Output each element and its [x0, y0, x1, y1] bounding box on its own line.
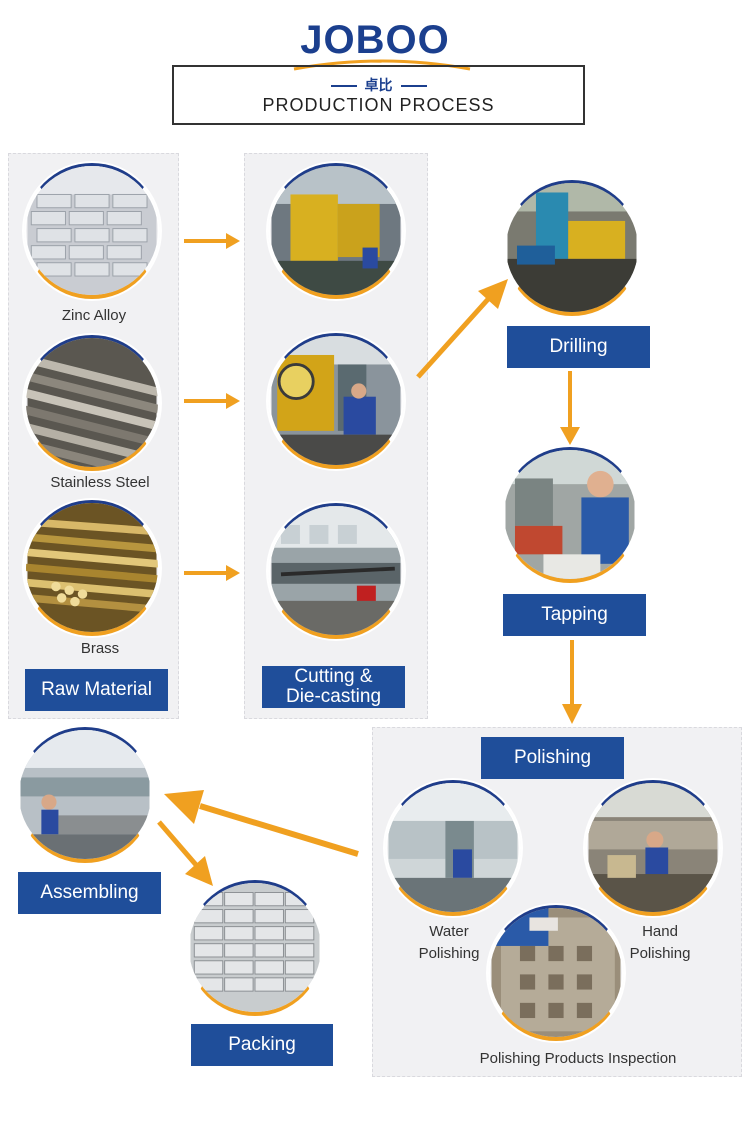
press-machine-photo-icon — [268, 333, 404, 469]
die-casting-machine-photo-icon — [268, 163, 404, 299]
zinc-alloy-caption: Zinc Alloy — [61, 307, 127, 324]
water-polishing-caption-line1: Water — [429, 923, 469, 940]
drilling-label: Drilling — [507, 326, 650, 368]
zinc-ingots-photo-icon — [24, 163, 160, 299]
water-polishing-caption-line2: Polishing — [418, 945, 480, 962]
packed-products-photo-icon — [187, 880, 323, 1016]
drilling-machine-photo-icon — [504, 180, 640, 316]
logo-text: JOBOO — [300, 18, 450, 62]
chinese-brand: 卓比 — [364, 77, 393, 93]
hand-polishing-caption-line2: Polishing — [629, 945, 691, 962]
assembling-to-packing-arrow-icon — [157, 820, 213, 886]
page-title: PRODUCTION PROCESS — [262, 95, 495, 115]
divider — [330, 85, 357, 88]
cutting-label-line1: Cutting & — [294, 666, 373, 687]
cutting-workshop-photo-icon — [268, 503, 404, 639]
cutting-to-drilling-arrow-icon — [416, 279, 508, 379]
raw-to-cutting-arrows-icon — [184, 233, 240, 581]
inspection-caption: Polishing Products Inspection — [479, 1050, 677, 1067]
cutting-label-line2: Die-casting — [285, 686, 382, 707]
hand-polishing-photo-icon — [585, 780, 721, 916]
hand-polishing-caption: Hand Polishing — [620, 921, 700, 965]
tapping-label: Tapping — [503, 594, 646, 636]
steel-rods-photo-icon — [24, 335, 160, 471]
polishing-label: Polishing — [481, 737, 624, 779]
packing-label: Packing — [191, 1024, 333, 1066]
tapping-to-polishing-arrow-icon — [562, 640, 582, 724]
brass-rods-photo-icon — [24, 500, 160, 636]
assembling-label: Assembling — [18, 872, 161, 914]
tapping-worker-photo-icon — [502, 447, 638, 583]
brass-caption: Brass — [80, 640, 120, 657]
cutting-label: Cutting & Die-casting — [262, 666, 405, 708]
chinese-brand-line: 卓比 — [174, 75, 583, 95]
polishing-to-assembling-arrow-icon — [164, 790, 359, 857]
raw-material-label: Raw Material — [25, 669, 168, 711]
inspection-photo-icon — [488, 905, 624, 1041]
water-polishing-photo-icon — [385, 780, 521, 916]
title-box: 卓比 PRODUCTION PROCESS — [172, 65, 585, 125]
brand-logo: JOBOO — [0, 18, 750, 62]
divider — [400, 85, 427, 88]
water-polishing-caption: Water Polishing — [410, 921, 488, 965]
assembling-workshop-photo-icon — [17, 727, 153, 863]
stainless-steel-caption: Stainless Steel — [50, 474, 150, 491]
drilling-to-tapping-arrow-icon — [560, 371, 580, 445]
hand-polishing-caption-line1: Hand — [642, 923, 678, 940]
